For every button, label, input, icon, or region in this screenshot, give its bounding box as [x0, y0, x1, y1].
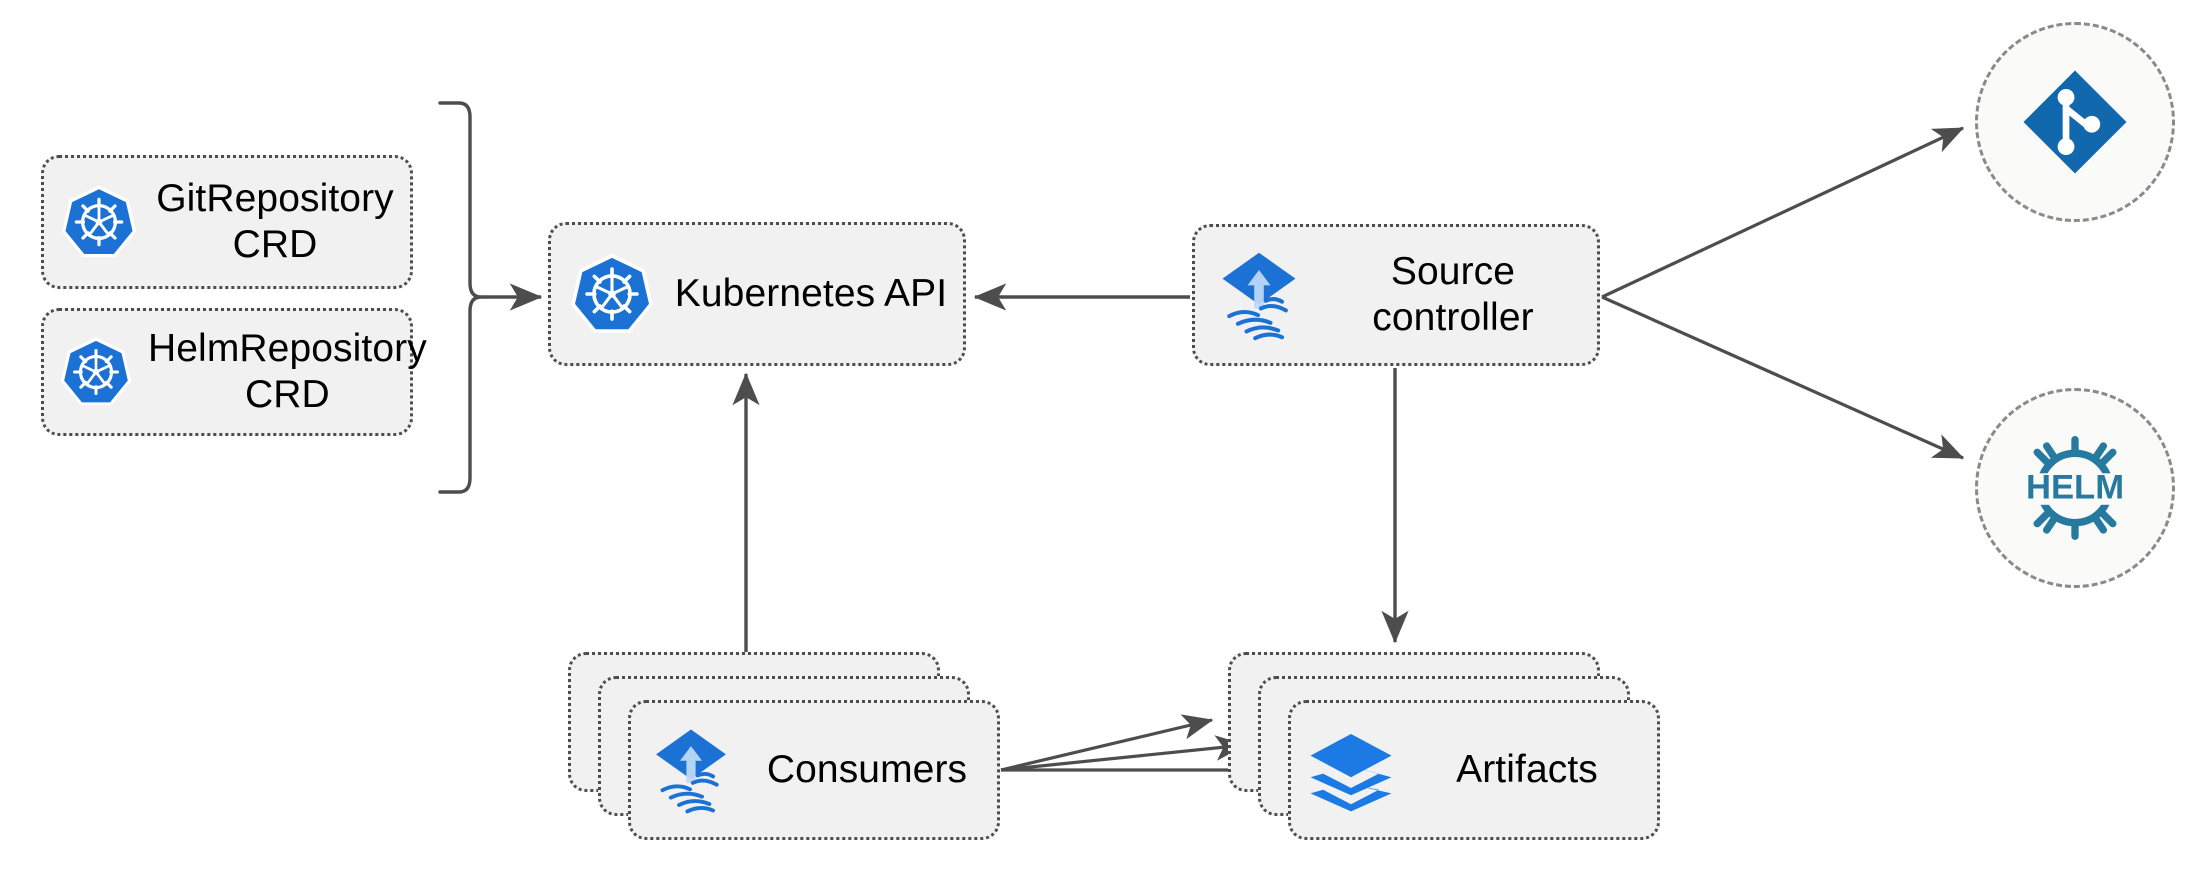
crd-group-bracket — [438, 101, 482, 494]
edge-source-controller-to-helm — [1601, 295, 1965, 460]
node-label: Consumers — [766, 747, 968, 791]
helm-wordmark: HELM — [2026, 469, 2124, 507]
flux-icon — [1195, 247, 1323, 343]
node-helm-source[interactable]: HELM — [1975, 388, 2175, 588]
edge-source-controller-to-git — [1601, 126, 1965, 299]
edge-consumers-to-artifacts-mid — [1000, 735, 1247, 772]
node-label: Source controller — [1372, 249, 1534, 339]
node-label: HelmRepository CRD — [148, 326, 427, 416]
node-label: GitRepository CRD — [156, 176, 394, 266]
node-label: Kubernetes API — [674, 271, 948, 315]
node-git-source[interactable] — [1975, 22, 2175, 222]
kubernetes-icon — [44, 335, 148, 409]
helm-icon: HELM — [2012, 425, 2138, 551]
node-source-controller[interactable]: Source controller — [1192, 224, 1600, 366]
node-consumers[interactable]: Consumers — [628, 700, 1000, 840]
kubernetes-icon — [44, 183, 154, 261]
layers-icon — [1291, 725, 1411, 815]
edge-consumers-to-artifacts-top — [1000, 714, 1214, 772]
git-icon — [2019, 66, 2131, 178]
node-git-repository-crd[interactable]: GitRepository CRD — [41, 155, 413, 289]
node-helm-repository-crd[interactable]: HelmRepository CRD — [41, 308, 427, 436]
node-kubernetes-api[interactable]: Kubernetes API — [548, 222, 966, 366]
flux-icon — [631, 724, 751, 816]
node-label: Artifacts — [1456, 747, 1598, 791]
node-artifacts[interactable]: Artifacts — [1288, 700, 1660, 840]
kubernetes-icon — [551, 251, 673, 337]
